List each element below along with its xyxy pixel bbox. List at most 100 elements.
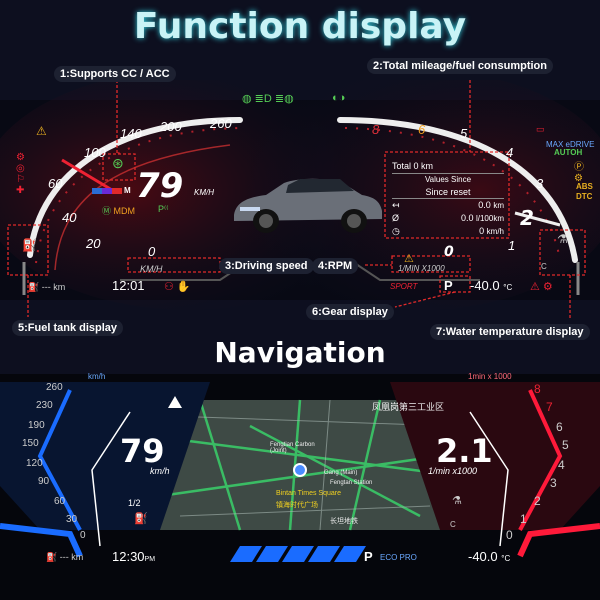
nav-rpm-unit: 1/min x1000: [428, 466, 478, 476]
nav-rpm-tick: 8: [534, 382, 541, 396]
seatbelt-warning-icon: ⚇ ✋: [164, 281, 191, 293]
nav-coolant-c-label: C: [450, 520, 456, 529]
nav-rpm-tick: 2: [534, 494, 541, 508]
warning-triangle-icon: ⚠: [404, 253, 414, 265]
nav-rpm-unit-top: 1min x 1000: [468, 372, 512, 381]
page-title: Function display: [133, 6, 467, 47]
fuel-consumption-icon: Ø: [392, 213, 400, 223]
nav-speed-tick: 260: [46, 382, 63, 393]
cruise-control-icon: ⊛: [112, 155, 124, 171]
max-edrive-label: MAX eDRIVE: [546, 140, 595, 149]
speed-tick: 60: [48, 176, 63, 191]
nav-rpm-tick: 7: [546, 400, 553, 414]
rpm-tick: 4: [506, 145, 514, 160]
nav-clock-display: 12:30PM: [112, 549, 156, 564]
nav-rpm-tick: 4: [558, 458, 565, 472]
traction-warning-icon: ⚠: [36, 124, 47, 138]
fuel-pump-icon: ⛽: [22, 238, 37, 252]
nav-speed-tick: 230: [36, 400, 53, 411]
m-stripes: [92, 188, 122, 194]
speed-tick: 100: [84, 145, 106, 160]
callout-cruise-control: 1:Supports CC / ACC: [54, 66, 176, 82]
right-warning-icons: Ⓟ⚙: [574, 162, 584, 184]
nav-speed-tick: 30: [66, 514, 78, 525]
rpm-unit: 1/MIN X1000: [398, 264, 445, 273]
car-image: [234, 178, 382, 233]
trip-distance-row: ↤0.0 km: [392, 200, 504, 210]
rpm-needle-value: 2: [520, 206, 534, 230]
m-badge: M: [124, 186, 131, 195]
nav-speed-tick: 90: [38, 476, 50, 487]
nav-speed-tick: 60: [54, 496, 66, 507]
nav-speed-value: 79: [120, 432, 165, 470]
nav-gear-indicator: P: [364, 549, 373, 564]
nav-fuel-icon: ⛽: [134, 513, 148, 525]
trip-info-card: Total 0 km Values Since Since reset ↤0.0…: [392, 160, 504, 238]
speed-tick: 140: [120, 126, 142, 141]
map-label: 镇海时代广场: [276, 502, 318, 509]
values-since-label: Values Since: [424, 175, 472, 184]
cluster-top-graphics: [0, 80, 600, 320]
map-label: Bintan Times Square: [276, 490, 341, 497]
coolant-temp-icon: ⚗: [557, 232, 568, 246]
rpm-tick: 6: [418, 122, 426, 137]
clock-display: 12:01: [112, 278, 145, 293]
speed-tick: 40: [62, 210, 77, 225]
avg-speed-icon: ◷: [392, 226, 400, 236]
gear-indicator: P: [444, 278, 453, 293]
callout-total-mileage: 2:Total mileage/fuel consumption: [367, 58, 553, 74]
battery-warning-icon: ▭: [536, 124, 545, 134]
distance-icon: ↤: [392, 200, 400, 210]
callout-fuel-tank: 5:Fuel tank display: [12, 320, 124, 336]
rpm-tick: 1: [508, 238, 516, 253]
map-label: Gang (Main): [324, 470, 358, 476]
nav-rpm-tick: 1: [520, 512, 527, 526]
rpm-tick: 8: [372, 122, 380, 137]
section-title-navigation: Navigation: [214, 336, 386, 369]
nav-rpm-tick: 6: [556, 420, 563, 434]
speed-unit-bottom: KM/H: [140, 264, 163, 274]
map-label: Fengtian Carbon (Joint): [270, 442, 315, 454]
outside-temp: -40.0 °C: [470, 278, 513, 293]
map-label: 凤凰岗第三工业区: [372, 402, 445, 412]
speed-value: 79: [136, 166, 184, 206]
speed-tick: 20: [86, 236, 101, 251]
lights-indicator-icon: ◍ ≣D ≣◍: [242, 93, 294, 105]
range-display: ⛽ --- km: [28, 282, 66, 292]
trip-speed-row: ◷0 km/h: [392, 226, 504, 236]
rpm-tick: 3: [536, 176, 544, 191]
nav-rpm-tick: 3: [550, 476, 557, 490]
rpm-zero: 0: [444, 244, 454, 260]
speed-tick: 200: [160, 119, 182, 134]
nav-coolant-icon: ⚗: [452, 495, 462, 507]
nav-speed-tick: 150: [22, 438, 39, 449]
abs-label: ABS: [576, 182, 593, 191]
mdm-indicator: Ⓜ MDM: [102, 206, 136, 216]
callout-rpm: 4:RPM: [312, 258, 359, 274]
since-reset-label: Since reset: [392, 186, 504, 199]
park-assist-icon: P⁽⁽: [158, 204, 169, 214]
autoh-label: AUTOH: [554, 148, 583, 157]
nav-cluster-graphics: [0, 374, 600, 600]
speed-tick: 0: [148, 244, 156, 259]
nav-range-display: ⛽ --- km: [46, 552, 84, 562]
rpm-tick: 5: [460, 126, 468, 141]
warning-icons-column: ⚙◎⚐✚: [16, 152, 25, 196]
nav-speed-tick: 0: [80, 530, 86, 541]
callout-gear: 6:Gear display: [306, 304, 394, 320]
nav-speed-unit-top: km/h: [88, 372, 106, 381]
map-label: Fengtan Station: [330, 480, 373, 486]
nav-fuel-fraction: 1/2: [128, 498, 141, 508]
speed-unit: KM/H: [194, 188, 214, 197]
callout-driving-speed: 3:Driving speed: [219, 258, 314, 274]
nav-speed-tick: 190: [28, 420, 45, 431]
nav-rpm-tick: 0: [506, 528, 513, 542]
dtc-label: DTC: [576, 192, 593, 201]
nav-outside-temp: -40.0 °C: [468, 549, 511, 564]
map-label: 长坦地铁: [330, 518, 358, 525]
sidelights-icon: ◐◑: [332, 92, 346, 104]
speed-tick: 260: [210, 116, 232, 131]
nav-rpm-tick: 5: [562, 438, 569, 452]
coolant-c-label: C: [541, 262, 547, 271]
